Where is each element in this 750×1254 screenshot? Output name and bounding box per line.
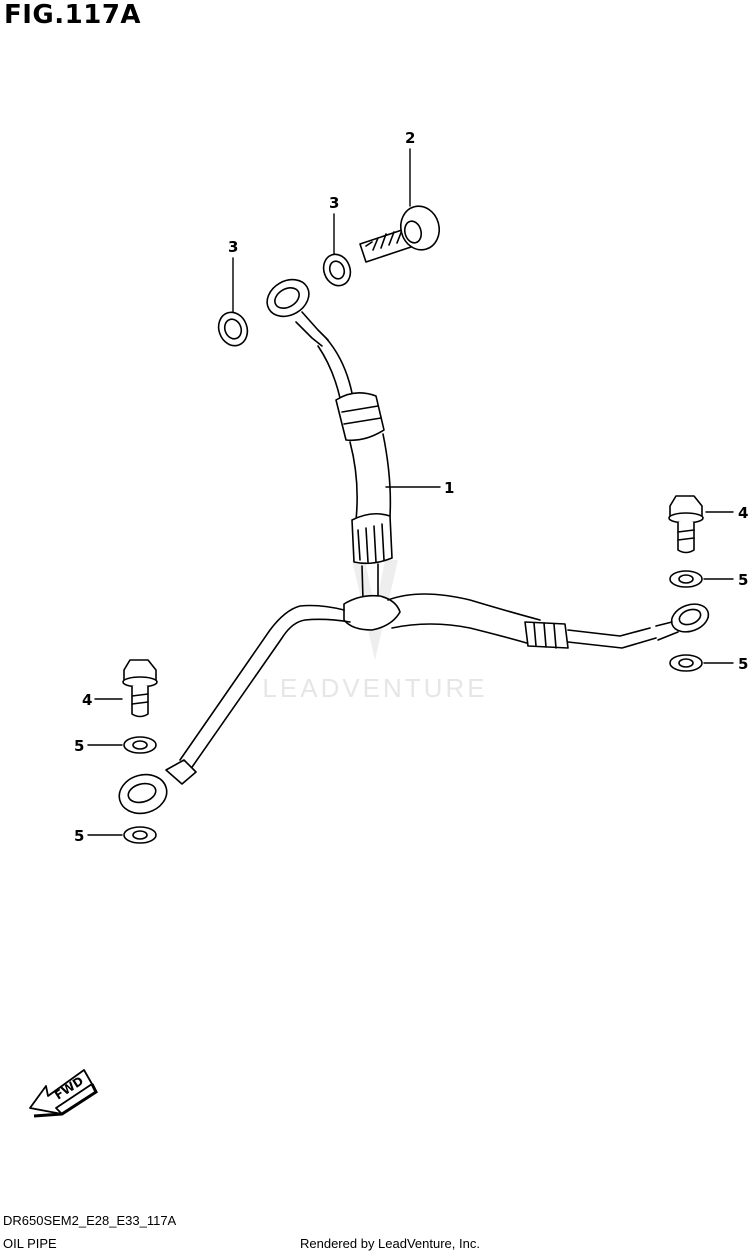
callout-5b: 5 bbox=[738, 655, 748, 673]
watermark-text: LEADVENTURE bbox=[262, 673, 487, 703]
bolt-right[interactable] bbox=[668, 495, 704, 554]
fwd-arrow-icon: FWD bbox=[29, 1069, 98, 1118]
gasket-lower[interactable] bbox=[214, 308, 252, 350]
washer-left-lower[interactable] bbox=[123, 826, 157, 844]
callout-5d: 5 bbox=[74, 827, 84, 845]
bolt-left[interactable] bbox=[122, 659, 158, 718]
gasket-upper[interactable] bbox=[319, 251, 354, 290]
callout-5a: 5 bbox=[738, 571, 748, 589]
callout-1: 1 bbox=[444, 479, 454, 497]
washer-right-upper[interactable] bbox=[669, 570, 703, 588]
leader-lines bbox=[87, 148, 734, 836]
watermark: LEADVENTURE bbox=[262, 560, 487, 703]
figure-title: FIG.117A bbox=[4, 0, 142, 30]
callout-3b: 3 bbox=[228, 238, 238, 256]
union-bolt[interactable] bbox=[359, 202, 444, 263]
rendered-by-text: Rendered by LeadVenture, Inc. bbox=[300, 1236, 480, 1251]
callout-4a: 4 bbox=[738, 504, 748, 522]
callout-5c: 5 bbox=[74, 737, 84, 755]
oil-pipe-assembly[interactable] bbox=[115, 272, 712, 818]
diagram-name: OIL PIPE bbox=[3, 1236, 57, 1251]
washer-right-lower[interactable] bbox=[669, 654, 703, 672]
callout-3a: 3 bbox=[329, 194, 339, 212]
washer-left-upper[interactable] bbox=[123, 736, 157, 754]
diagram-code: DR650SEM2_E28_E33_117A bbox=[3, 1213, 177, 1228]
callout-4b: 4 bbox=[82, 691, 92, 709]
callout-2: 2 bbox=[405, 129, 415, 147]
